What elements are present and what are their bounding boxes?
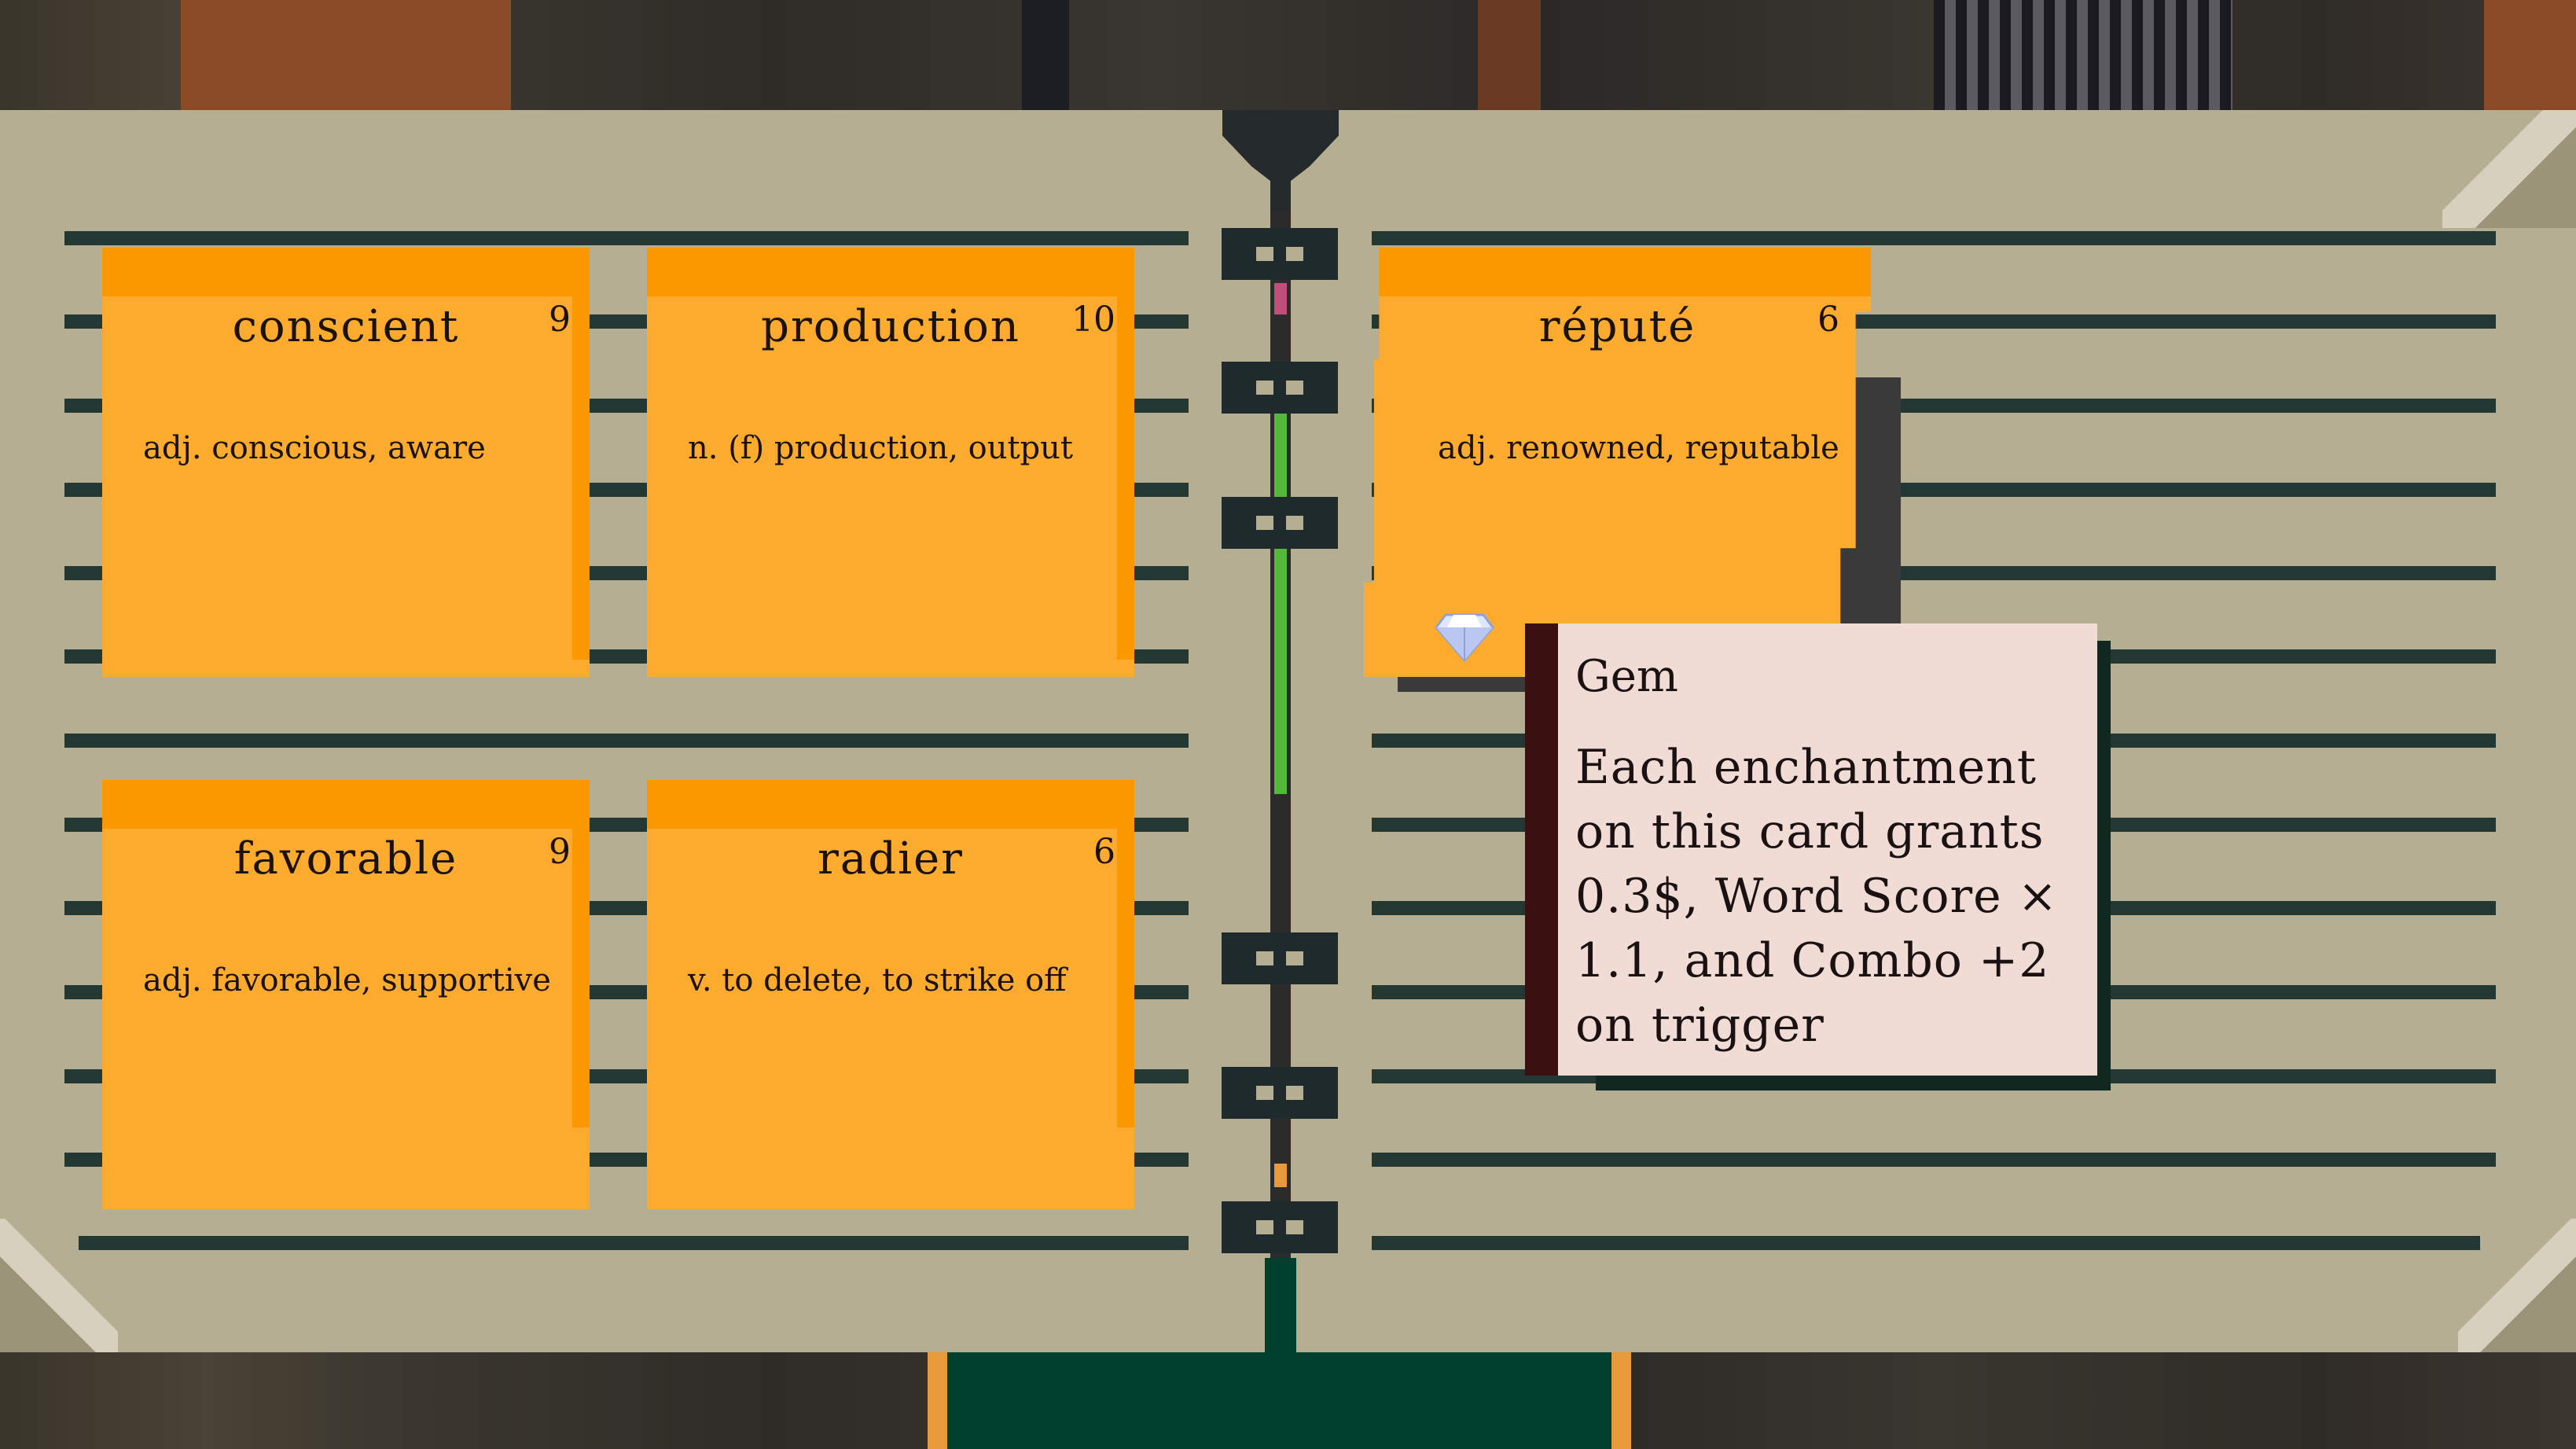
binder-ring bbox=[1222, 362, 1338, 414]
enchantment-tooltip bbox=[1525, 623, 2097, 1076]
card-word: conscient bbox=[232, 301, 460, 352]
binder-ring bbox=[1222, 497, 1338, 549]
card-definition: n. (f) production, output bbox=[688, 430, 1073, 466]
word-card[interactable]: radier 6 v. to delete, to strike off bbox=[647, 780, 1134, 1209]
card-word: favorable bbox=[233, 833, 458, 884]
gem-icon[interactable] bbox=[1435, 612, 1494, 664]
tooltip-title: Gem bbox=[1575, 651, 1678, 702]
binder-ring bbox=[1222, 1201, 1338, 1253]
card-word: radier bbox=[818, 833, 964, 884]
card-definition: adj. renowned, reputable bbox=[1438, 430, 1839, 466]
card-score: 10 bbox=[1071, 300, 1115, 340]
word-card-selected[interactable]: réputé 6 adj. renowned, reputable bbox=[1364, 248, 1871, 677]
bg-bars bbox=[1934, 0, 2232, 110]
card-score: 6 bbox=[1093, 832, 1115, 872]
binder-ring bbox=[1222, 932, 1338, 984]
spine-marker bbox=[1274, 1164, 1287, 1187]
card-score: 9 bbox=[549, 832, 571, 872]
card-score: 6 bbox=[1817, 300, 1839, 340]
spine-marker bbox=[1274, 283, 1287, 314]
word-card[interactable]: favorable 9 adj. favorable, supportive bbox=[102, 780, 590, 1209]
binder-ring bbox=[1222, 228, 1338, 280]
card-score: 9 bbox=[549, 300, 571, 340]
card-definition: adj. conscious, aware bbox=[143, 430, 486, 466]
card-definition: v. to delete, to strike off bbox=[688, 962, 1067, 998]
word-card[interactable]: production 10 n. (f) production, output bbox=[647, 248, 1134, 677]
page-corner bbox=[2442, 110, 2576, 228]
bg-figure bbox=[181, 0, 511, 110]
bg-figure bbox=[2484, 0, 2576, 110]
card-definition: adj. favorable, supportive bbox=[143, 962, 551, 998]
card-word: réputé bbox=[1538, 301, 1696, 352]
spine-bottom bbox=[1265, 1258, 1296, 1352]
spine-progress bbox=[1274, 409, 1287, 794]
tooltip-body: Each enchantment on this card grants 0.3… bbox=[1575, 740, 2058, 1053]
binder-ring bbox=[1222, 1067, 1338, 1119]
word-card[interactable]: conscient 9 adj. conscious, aware bbox=[102, 248, 590, 677]
bg-figure bbox=[1478, 0, 1541, 110]
card-word: production bbox=[761, 301, 1020, 352]
tooltip-accent-bar bbox=[1525, 623, 1558, 1076]
bg-pillar bbox=[1022, 0, 1069, 110]
